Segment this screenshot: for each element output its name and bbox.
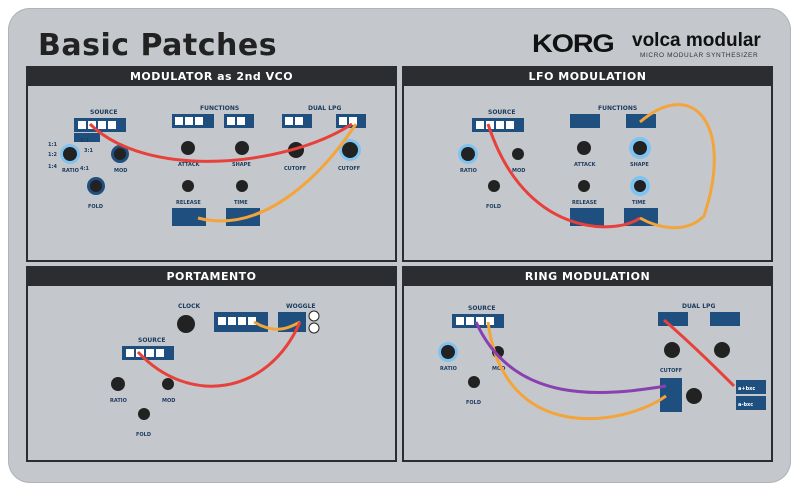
panel-ring-modulation: RING MODULATION SOURCE RATIO MOD FOLD DU… [402,266,773,462]
release-label: RELEASE [572,200,597,206]
fold-knob[interactable] [138,408,150,420]
attack-label: ATTACK [574,162,597,168]
cable-red[interactable] [88,122,353,163]
mod-label: MOD [114,168,127,174]
cable-orange[interactable] [486,321,667,421]
ratio-tick-3: 1:4 [48,164,57,170]
source-label: SOURCE [468,305,495,312]
sum-label: a+bxc [738,386,755,392]
panel-title: MODULATOR as 2nd VCO [28,68,395,86]
release-switch[interactable] [172,208,206,226]
dual-lpg-module: DUAL LPG CUTOFF CUTOFF [282,105,366,172]
cable-red[interactable] [663,318,736,388]
ratio-tick-2: 1:2 [48,152,57,158]
attack-label: ATTACK [178,162,201,168]
cutoff-knob-1[interactable] [664,342,680,358]
functions-module: FUNCTIONS ATTACK RELEASE SHAPE TIME [172,105,260,226]
patch-diagram: CLOCK WOGGLE SOURCE RATIO MOD FOLD [110,303,320,438]
dual-lpg-label: DUAL LPG [682,303,715,310]
fold-label: FOLD [136,432,151,438]
fold-knob[interactable] [488,180,500,192]
mod-label: MOD [492,366,505,372]
dual-lpg-label: DUAL LPG [308,105,341,112]
panel-title: RING MODULATION [404,268,771,286]
attack-knob[interactable] [577,141,591,155]
product-name: volca modular [632,30,761,51]
ring-mod-knob[interactable] [686,388,702,404]
ratio-knob[interactable] [63,147,77,161]
clock-knob[interactable] [177,315,195,333]
fold-label: FOLD [466,400,481,406]
panel-modulator-2nd-vco: MODULATOR as 2nd VCO SOURCE RATIO 1:1 1:… [26,66,397,262]
source-label: SOURCE [488,109,515,116]
woggle-label: WOGGLE [286,303,316,310]
shape-label: SHAPE [630,162,649,168]
clock-label: CLOCK [178,303,201,310]
shape-label: SHAPE [232,162,251,168]
product-tagline: MICRO MODULAR SYNTHESIZER [640,52,759,59]
mod-label: MOD [162,398,175,404]
cable-purple[interactable] [474,321,667,395]
cable-red[interactable] [136,321,302,388]
diff-label: a-bxc [738,402,753,408]
ratio-knob[interactable] [441,345,455,359]
ring-mod-jacks [660,378,682,412]
fold-label: FOLD [88,204,103,210]
ratio-tick-1: 1:1 [48,142,57,148]
time-label: TIME [632,200,646,206]
ratio-label: RATIO [110,398,127,404]
time-label: TIME [234,200,248,206]
panel-portamento: PORTAMENTO CLOCK WOGGLE SOURCE RATIO MOD… [26,266,397,462]
cable-red[interactable] [486,123,641,229]
ratio-knob[interactable] [461,147,475,161]
cutoff-label: CUTOFF [660,368,682,374]
shape-knob[interactable] [633,141,647,155]
functions-label: FUNCTIONS [598,105,637,112]
panel-title: PORTAMENTO [28,268,395,286]
panel-title: LFO MODULATION [404,68,771,86]
ratio-label: RATIO [460,168,477,174]
mod-label: MOD [512,168,525,174]
ratio-tick-4: 2:1 [80,138,89,144]
functions-label: FUNCTIONS [200,105,239,112]
cutoff-knob-2[interactable] [714,342,730,358]
ratio-tick-6: 4:1 [80,166,89,172]
ratio-label: RATIO [440,366,457,372]
source-label: SOURCE [90,109,117,116]
fold-knob[interactable] [468,376,480,388]
patch-diagram: SOURCE RATIO MOD FOLD DUAL LPG CUTOFF a+… [438,303,766,421]
release-switch[interactable] [570,208,604,226]
attack-knob[interactable] [181,141,195,155]
release-knob[interactable] [182,180,194,192]
ratio-tick-5: 3:1 [84,148,93,154]
mod-knob[interactable] [512,148,524,160]
time-knob[interactable] [236,180,248,192]
patch-diagram: SOURCE RATIO MOD FOLD FUNCTIONS ATTACK R… [458,103,716,230]
page-title: Basic Patches [38,28,278,63]
brand-logo: KORG [532,30,615,58]
cutoff-knob-2[interactable] [342,142,358,158]
cable-orange[interactable] [639,103,716,230]
mod-knob[interactable] [114,148,126,160]
shape-knob[interactable] [235,141,249,155]
release-knob[interactable] [578,180,590,192]
ratio-knob[interactable] [111,377,125,391]
ratio-label: RATIO [62,168,79,174]
source-label: SOURCE [138,337,165,344]
cable-orange[interactable] [253,320,301,331]
patch-diagram: SOURCE RATIO 1:1 1:2 1:4 2:1 3:1 4:1 MOD… [48,105,366,226]
release-label: RELEASE [176,200,201,206]
fold-knob[interactable] [90,180,102,192]
source-module: SOURCE RATIO 1:1 1:2 1:4 2:1 3:1 4:1 MOD… [48,109,129,210]
time-knob[interactable] [634,180,646,192]
panel-lfo-modulation: LFO MODULATION SOURCE RATIO MOD FOLD FUN… [402,66,773,262]
cutoff-label-1: CUTOFF [284,166,306,172]
mod-knob[interactable] [162,378,174,390]
fold-label: FOLD [486,204,501,210]
cutoff-label-2: CUTOFF [338,166,360,172]
cable-orange[interactable] [197,123,358,223]
